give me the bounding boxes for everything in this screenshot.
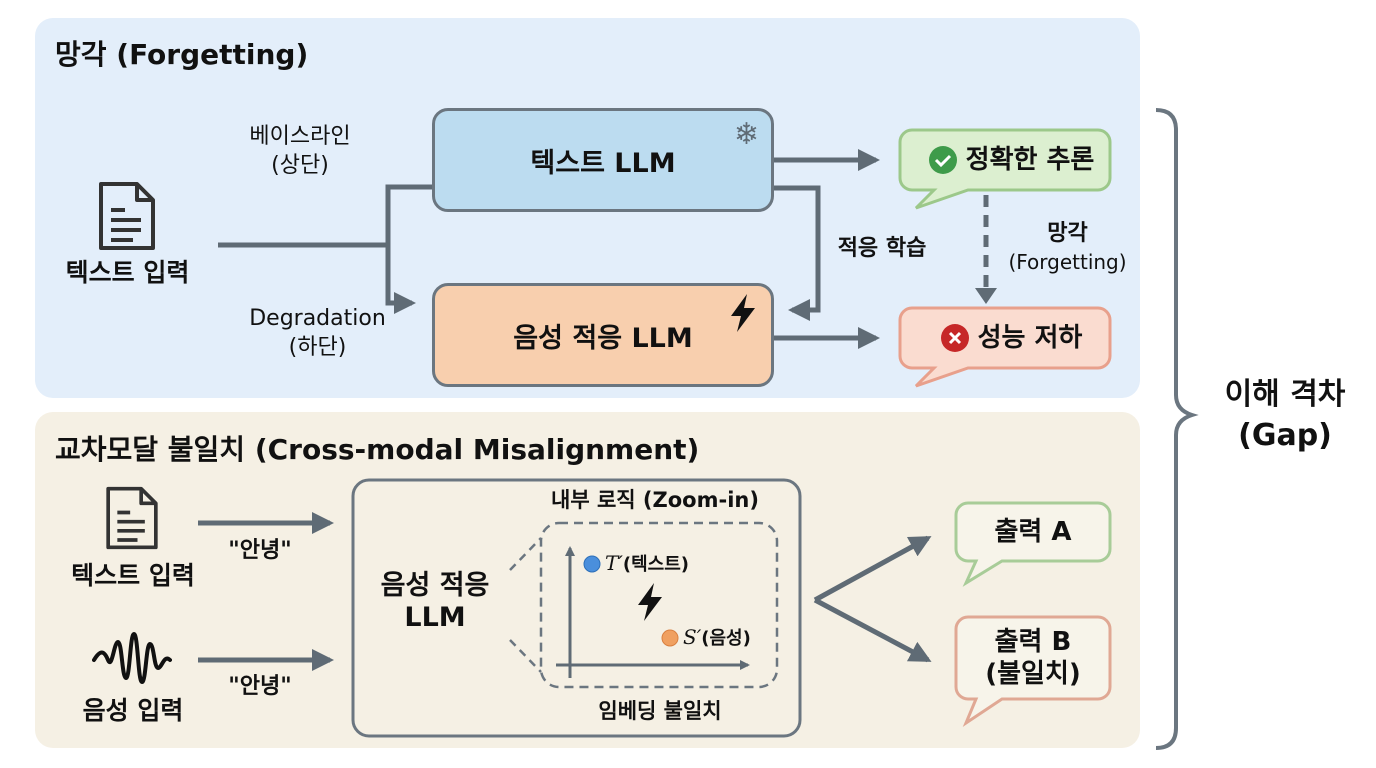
lightning-icon [638,583,662,621]
output-b-line1: 출력 B [994,626,1072,657]
fork-to-output-a [813,535,932,603]
zoom-line-bottom [509,639,542,673]
degradation-branch [385,245,416,314]
point-speech [661,629,679,647]
degradation-label-line1: Degradation [249,306,386,331]
fork-to-output-b [813,597,932,663]
point-text-symbol: T′ [605,551,623,575]
output-b-line2: (불일치) [985,659,1081,689]
document-icon [99,182,155,250]
text-llm-label: 텍스트 LLM [530,147,676,179]
speech-llm-label: 음성 적응 LLM [513,322,693,354]
point-text-label: T′(텍스트) [605,550,689,576]
point-speech-symbol: S′ [683,625,702,649]
baseline-label-line1: 베이스라인 [249,124,351,149]
forget-label-line2: (Forgetting) [1008,249,1127,274]
output-a: 출력 A [994,516,1072,547]
model-label-line2: LLM [404,602,466,634]
zoom-line-top [509,537,542,571]
text-input-label: 텍스트 입력 [65,258,190,287]
point-speech-desc: (음성) [701,628,751,649]
model-label-line1: 음성 적응 [380,570,490,601]
adapt-arrow [772,185,821,321]
speech-llm-box: 음성 적응 LLM [432,283,774,387]
point-text-desc: (텍스트) [622,554,690,575]
point-text [583,555,601,573]
text-quote: "안녕" [228,538,292,563]
snowflake-icon: ❄ [733,117,759,152]
forget-label-line1: 망각 [1047,221,1088,246]
check-circle-icon [928,146,957,174]
misalignment-title-text: 교차모달 불일치 (Cross-modal Misalignment) [55,433,700,466]
document-icon [106,486,158,550]
adapt-label: 적응 학습 [837,236,927,261]
output-a-bubble [954,501,1112,587]
speech-quote: "안녕" [228,674,292,699]
correct-bubble [898,128,1112,210]
correct-output: 정확한 추론 [900,130,1122,190]
baseline-label: 베이스라인 (상단) [240,123,360,180]
baseline-label-line2: (상단) [271,152,329,178]
misalignment-title: 교차모달 불일치 (Cross-modal Misalignment) [55,428,699,468]
model-label: 음성 적응 LLM [360,570,510,635]
degradation-label-line2: (하단) [288,334,347,360]
gap-brace [1155,108,1199,750]
gap-label: 이해 격차 (Gap) [1200,375,1370,456]
speech-input-label: 음성 입력 [82,696,184,725]
degraded-output: 성능 저하 [900,308,1122,368]
output-b-bubble [954,615,1112,727]
forget-label: 망각 (Forgetting) [995,220,1140,275]
speech-model-container [351,478,802,738]
gap-label-line1: 이해 격차 [1224,377,1346,412]
lightning-icon [731,294,755,332]
correct-output-text: 정확한 추론 [965,144,1095,175]
zoom-box [539,521,779,689]
embedding-caption: 임베딩 불일치 [598,699,722,723]
point-speech-label: S′(음성) [683,624,751,650]
zoom-title: 내부 로직 (Zoom-in) [551,488,759,512]
baseline-branch [385,184,434,245]
waveform-icon [92,632,172,684]
forgetting-title: 망각 (Forgetting) [55,38,309,71]
degraded-output-text: 성능 저하 [977,322,1083,353]
degradation-label: Degradation (하단) [225,305,410,362]
gap-label-line2: (Gap) [1238,417,1332,453]
x-circle-icon [940,324,969,352]
text-llm-box: 텍스트 LLM ❄ [432,108,774,212]
bottom-text-input-label: 텍스트 입력 [71,561,195,590]
output-b: 출력 B (불일치) [956,617,1110,699]
